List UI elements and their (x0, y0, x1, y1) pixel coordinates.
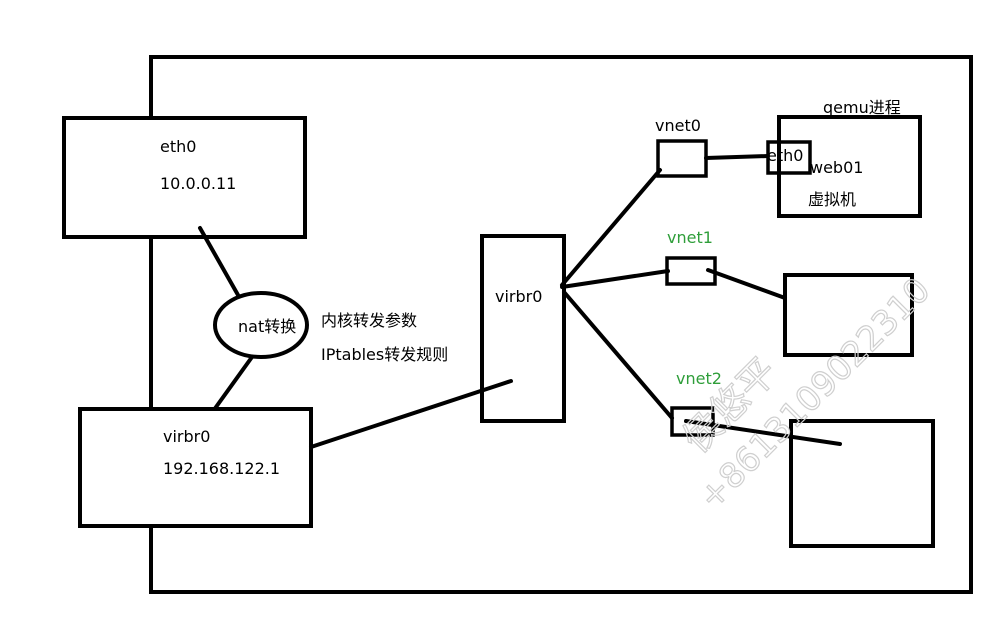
virbr0-host-ip: 192.168.122.1 (163, 459, 280, 478)
eth0-box (62, 116, 307, 239)
wire-vnet2-vm3 (684, 419, 842, 446)
vm-box (777, 115, 922, 218)
wire-eth0-nat (198, 226, 240, 297)
vm-eth0-box (766, 140, 812, 175)
eth0-label: eth0 (160, 137, 196, 156)
vm-name: web01 (810, 158, 863, 177)
vnet1-label: vnet1 (667, 228, 713, 247)
eth0-ip: 10.0.0.11 (160, 174, 236, 193)
nat-ellipse (213, 291, 309, 359)
wire-vnet1-vm2 (706, 268, 787, 300)
wire-virbr0host-bridge (309, 379, 513, 449)
vm-eth0-label: eth0 (767, 146, 803, 165)
wire-bridge-vnet1 (560, 269, 670, 289)
nat-label: nat转换 (238, 317, 296, 336)
virbr0-host-label: virbr0 (163, 427, 210, 446)
vm2-box (783, 273, 914, 357)
vnet2-box (670, 406, 715, 437)
virbr0-host-box (78, 407, 313, 528)
vm-kind: 虚拟机 (808, 190, 856, 209)
wire-bridge-vnet0 (560, 168, 662, 287)
host-frame (149, 55, 973, 594)
bridge-label: virbr0 (495, 287, 542, 306)
vm3-box (789, 419, 935, 548)
iptables-label: IPtables转发规则 (321, 345, 448, 364)
vnet0-label: vnet0 (655, 116, 701, 135)
wire-nat-virbr0host (209, 355, 254, 416)
wire-bridge-vnet2 (562, 290, 674, 420)
vnet2-label: vnet2 (676, 369, 722, 388)
kernel-forward-label: 内核转发参数 (321, 311, 417, 330)
wire-vnet0-vmeth0 (704, 154, 770, 160)
vnet0-box (656, 139, 708, 178)
bridge-box (480, 234, 566, 423)
qemu-process-label: qemu进程 (823, 98, 901, 117)
